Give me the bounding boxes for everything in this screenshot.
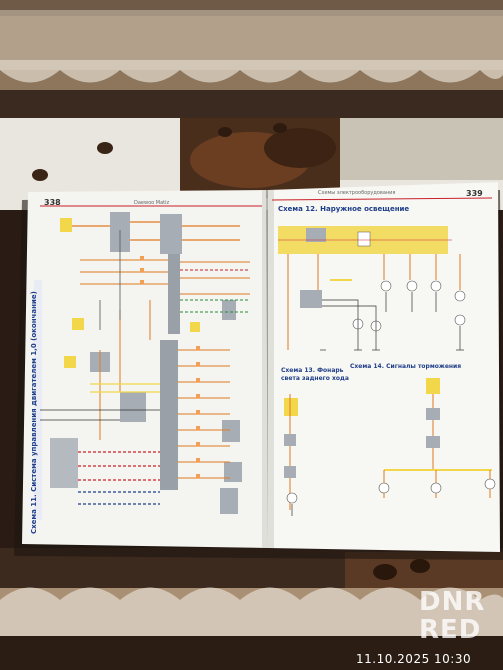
photo-timestamp: 11.10.2025 10:30	[356, 652, 472, 666]
scheme-14-title: Схема 14. Сигналы торможения	[350, 363, 462, 370]
right-page-number: 339	[466, 189, 483, 198]
watermark-logo: DNR RED	[419, 588, 497, 652]
right-wiring-diagram-14	[378, 378, 496, 498]
lace-pattern-top	[0, 10, 503, 118]
right-wiring-diagram-12	[278, 226, 466, 351]
watermark-line1: DNR	[419, 587, 486, 617]
scheme-13-title-line2: света заднего хода	[281, 375, 349, 382]
lace-pattern-bottom	[0, 587, 503, 670]
watermark-line2: RED	[419, 615, 482, 645]
right-page	[268, 182, 500, 552]
right-page-header: Схемы электрооборудования	[318, 190, 396, 196]
left-page-header: Daewoo Matiz	[134, 200, 170, 206]
right-wiring-diagram-13	[284, 394, 298, 516]
left-page-number: 338	[44, 198, 61, 207]
left-scheme-title: Схема 11. Система управления двигателем …	[30, 291, 38, 534]
left-wiring-diagram	[34, 212, 250, 520]
scheme-12-title: Схема 12. Наружное освещение	[278, 205, 410, 213]
left-page	[22, 190, 268, 548]
scheme-13-title-line1: Схема 13. Фонарь	[281, 367, 344, 374]
